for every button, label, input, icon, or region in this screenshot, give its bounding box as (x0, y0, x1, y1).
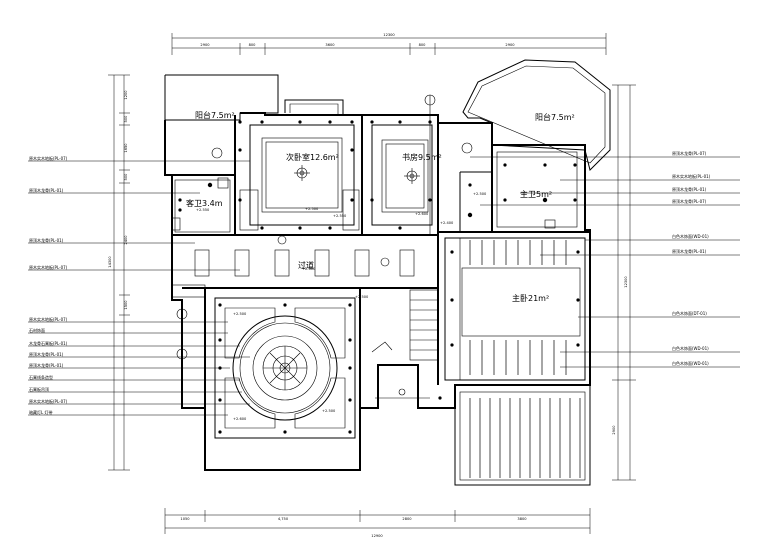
study-ceiling (371, 124, 433, 226)
master-bedroom-ceiling (444, 237, 586, 381)
left-annotations: 原木实木地板(PL-07) 原顶木龙骨(PL-01) 原顶木龙骨(PL-01) … (28, 155, 250, 416)
right-note-8: 白色木饰面(WD-01) (672, 345, 709, 351)
right-dim-1: 2900 (612, 425, 616, 435)
right-note-1: 原顶木龙骨(PL-07) (672, 150, 707, 156)
left-note-2: 原顶木龙骨(PL-01) (29, 187, 64, 193)
bottom-dim-4: 3800 (517, 517, 527, 521)
corridor-ceiling-panels (194, 249, 415, 277)
left-note-7: 木龙骨石膏板(PL-01) (29, 340, 68, 346)
bottom-dim-total: 12900 (371, 534, 383, 538)
right-note-2: 原木实木地板(PL-01) (672, 173, 711, 179)
room-label-guest-bath: 客卫3.4m (186, 198, 223, 208)
left-note-8: 原顶木龙骨(PL-01) (29, 351, 64, 357)
left-dim-3: 1650 (124, 143, 128, 153)
left-note-10: 石膏线条造型 (29, 374, 53, 380)
elevation-6: +2.550 (196, 208, 210, 212)
top-dim-4: 800 (419, 43, 427, 47)
left-note-1: 原木实木地板(PL-07) (29, 155, 68, 161)
top-dimension-chain: 12300 2900 800 3600 800 2900 (171, 33, 607, 55)
right-annotations: 原顶木龙骨(PL-07) 原木实木地板(PL-01) 原顶木龙骨(PL-01) … (470, 150, 740, 368)
room-label-balcony-right: 阳台7.5m² (535, 112, 575, 122)
room-label-corridor: 过道 (298, 260, 314, 270)
left-dim-1: 1200 (124, 90, 128, 100)
left-note-5: 原木实木地板(PL-07) (29, 316, 68, 322)
section-symbols (176, 94, 473, 396)
left-note-6: 石材饰面 (29, 327, 45, 333)
left-dim-2: 500 (124, 115, 128, 123)
right-dimension-chain: 12300 2900 (612, 84, 636, 481)
light-fixtures (178, 120, 580, 434)
bottom-dimension-chain: 1050 4,750 2800 3800 12900 (164, 508, 591, 538)
exterior-walls (164, 59, 611, 486)
bottom-dim-3: 2800 (402, 517, 412, 521)
left-dim-6: 1500 (124, 300, 128, 310)
right-note-9: 白色木饰面(WD-01) (672, 360, 709, 366)
living-round-ceiling (214, 297, 356, 439)
elevation-8: +2.500 (355, 295, 369, 299)
top-dim-2: 800 (249, 43, 257, 47)
elevation-9: +2.500 (233, 312, 247, 316)
right-note-5: 白色木饰面(WD-01) (672, 233, 709, 239)
right-note-6: 原顶木龙骨(PL-01) (672, 248, 707, 254)
elevation-2: +2.550 (333, 214, 347, 218)
right-note-4: 原顶木龙骨(PL-07) (672, 198, 707, 204)
terrace-slat-pattern (469, 398, 581, 478)
stair-area (371, 289, 439, 399)
left-dim-4: 500 (124, 173, 128, 181)
left-note-9: 原顶木龙骨(PL-01) (29, 362, 64, 368)
room-label-study: 书房9.5m² (402, 152, 442, 162)
top-dim-3: 3600 (325, 43, 335, 47)
top-dim-total: 12300 (383, 33, 395, 37)
left-note-13: 暗藏灯L 灯带 (29, 409, 53, 415)
room-label-balcony-left: 阳台7.5m² (195, 110, 235, 120)
elevation-10: +2.600 (233, 417, 247, 421)
right-dim-total: 12300 (624, 276, 628, 288)
left-note-4: 原木实木地板(PL-07) (29, 264, 68, 270)
top-dim-5: 2900 (505, 43, 515, 47)
elevation-markers: +2.500 +2.550 +2.600 +2.400 +2.500 +2.55… (196, 192, 487, 421)
master-bath-ceiling (496, 151, 578, 229)
room-label-master-bedroom: 主卧21m² (512, 293, 549, 303)
room-labels: 阳台7.5m² 阳台7.5m² 次卧室12.6m² 书房9.5m² 主卫5m² … (186, 110, 575, 303)
bottom-dim-2: 4,750 (278, 517, 289, 521)
left-note-11: 石膏板吊顶 (29, 386, 49, 392)
interior-walls (165, 115, 590, 470)
left-dimension-chain: 14300 1200 500 1650 500 2400 1500 (108, 74, 130, 471)
elevation-4: +2.400 (440, 221, 454, 225)
left-dim-total: 14300 (108, 256, 112, 268)
elevation-5: +2.500 (473, 192, 487, 196)
room-label-master-bath: 主卫5m² (520, 189, 552, 199)
guest-bath-ceiling (171, 177, 231, 233)
left-note-12: 原木实木地板(PL-07) (29, 398, 68, 404)
elevation-7: +2.600 (302, 267, 316, 271)
top-dim-1: 2900 (200, 43, 210, 47)
left-dim-5: 2400 (124, 235, 128, 245)
bottom-dim-1: 1050 (180, 517, 190, 521)
room-label-secondary-bedroom: 次卧室12.6m² (286, 152, 339, 162)
elevation-11: +2.500 (322, 409, 336, 413)
secondary-bedroom-ceiling (249, 124, 355, 226)
elevation-3: +2.600 (415, 212, 429, 216)
right-note-7: 白色木饰面(DT-01) (672, 310, 707, 316)
right-note-3: 原顶木龙骨(PL-01) (672, 186, 707, 192)
left-note-3: 原顶木龙骨(PL-01) (29, 237, 64, 243)
elevation-1: +2.500 (305, 207, 319, 211)
